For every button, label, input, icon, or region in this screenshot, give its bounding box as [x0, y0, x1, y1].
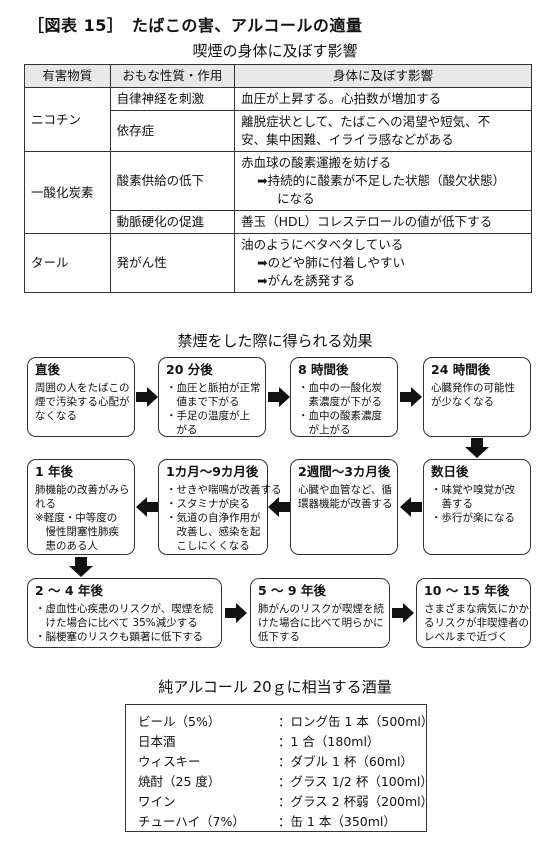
- property-cell: 酸素供給の低下: [109, 151, 236, 211]
- header-effect: 身体に及ぼす影響: [234, 64, 532, 88]
- flow-box-10-15y: 10 〜 15 年後 さまざまな病気にかかるリスクが非喫煙者のレベルまで近づく: [416, 578, 531, 648]
- flow-box-20min: 20 分後 ・血圧と脈拍が正常 値まで下がる・手足の温度が上 がる: [158, 357, 266, 437]
- effect-cell: 油のようにベタベタしている➡のどや肺に付着しやすい➡がんを誘発する: [234, 233, 532, 293]
- arrow-right-icon: [400, 387, 422, 407]
- table-row: 一酸化炭素 酸素供給の低下 赤血球の酸素運搬を妨げる➡持続的に酸素が不足した状態…: [24, 151, 532, 234]
- arrow-right-icon: [136, 387, 158, 407]
- property-cell: 依存症: [109, 110, 236, 152]
- alcohol-table: ビール（5%）：ロング缶 1 本（500ml） 日本酒：1 合（180ml） ウ…: [125, 704, 434, 832]
- substance-nicotine: ニコチン: [24, 87, 111, 152]
- list-item: ワイン：グラス 2 杯弱（200ml）: [138, 794, 434, 809]
- flow-box-1y: 1 年後 肺機能の改善がみられる※軽度・中等度の 慢性閉塞性肺疾 患のある人: [27, 459, 135, 555]
- list-item: 日本酒：1 合（180ml）: [138, 734, 380, 749]
- quit-effects-heading: 禁煙をした際に得られる効果: [177, 332, 373, 350]
- flow-box-24h: 24 時間後 心臓発作の可能性が少なくなる: [423, 357, 531, 437]
- arrow-right-icon: [225, 603, 247, 623]
- effect-cell: 赤血球の酸素運搬を妨げる➡持続的に酸素が不足した状態（酸欠状態）になる: [234, 151, 532, 211]
- property-cell: 動脈硬化の促進: [109, 210, 236, 234]
- arrow-right-icon: [392, 603, 414, 623]
- flow-box-8h: 8 時間後 ・血中の一酸化炭 素濃度が下がる・血中の酸素濃度 が上がる: [290, 357, 398, 437]
- arrow-left-icon: [400, 497, 422, 517]
- flow-box-2w-3m: 2週間〜3カ月後 心臓や血管など、循環器機能が改善する: [290, 459, 398, 555]
- arrow-down-icon: [465, 438, 489, 458]
- page-title: ［図表 15］ たばこの害、アルコールの適量: [28, 16, 363, 35]
- flow-box-immediately: 直後 周囲の人をたばこの煙で汚染する心配がなくなる: [27, 357, 135, 437]
- flow-box-2-4y: 2 〜 4 年後 ・虚血性心疾患のリスクが、喫煙を続 けた場合に比べて 35%減…: [27, 578, 222, 648]
- alcohol-heading: 純アルコール 20ｇに相当する酒量: [158, 678, 392, 696]
- table-row: 依存症 離脱症状として、たばこへの渇望や短気、不安、集中困難、イライラ感などがあ…: [25, 110, 532, 152]
- list-item: ウィスキー：ダブル 1 杯（60ml）: [138, 754, 413, 769]
- effect-cell: 善玉（HDL）コレステロールの値が低下する: [234, 210, 532, 234]
- list-item: ビール（5%）：ロング缶 1 本（500ml）: [138, 714, 434, 729]
- table-row: ニコチン 自律神経を刺激 血圧が上昇する。心拍数が増加する: [24, 87, 532, 152]
- flow-box-days: 数日後 ・味覚や嗅覚が改 善する・歩行が楽になる: [423, 459, 531, 555]
- effect-cell: 血圧が上昇する。心拍数が増加する: [234, 87, 532, 111]
- arrow-down-icon: [69, 557, 93, 577]
- header-substance: 有害物質: [24, 64, 111, 88]
- property-cell: 自律神経を刺激: [109, 87, 236, 111]
- property-cell: 発がん性: [109, 233, 236, 293]
- arrow-right-icon: [268, 387, 290, 407]
- flow-box-1m-9m: 1カ月〜9カ月後 ・せきや喘鳴が改善する・スタミナが戻る・気道の自浄作用が 改善…: [158, 459, 282, 555]
- arrow-left-icon: [268, 497, 290, 517]
- smoking-effects-table: 有害物質 おもな性質・作用 身体に及ぼす影響 ニコチン 自律神経を刺激 血圧が上…: [24, 64, 532, 293]
- header-property: おもな性質・作用: [109, 64, 236, 88]
- substance-carbon-monoxide: 一酸化炭素: [24, 151, 111, 234]
- substance-tar: タール: [24, 233, 111, 293]
- list-item: チューハイ（7%）：缶 1 本（350ml）: [138, 814, 396, 829]
- table-row: タール 発がん性 油のようにベタベタしている➡のどや肺に付着しやすい➡がんを誘発…: [24, 233, 532, 293]
- table-header-row: 有害物質 おもな性質・作用 身体に及ぼす影響: [24, 64, 532, 88]
- table-row: 動脈硬化の促進 善玉（HDL）コレステロールの値が低下する: [25, 210, 532, 234]
- smoking-effects-heading: 喫煙の身体に及ぼす影響: [192, 42, 358, 60]
- list-item: 焼酎（25 度）：グラス 1/2 杯（100ml）: [138, 774, 433, 789]
- flow-box-5-9y: 5 〜 9 年後 肺がんのリスクが喫煙を続けた場合に比べて明らかに低下する: [250, 578, 390, 648]
- arrow-left-icon: [136, 497, 158, 517]
- effect-cell: 離脱症状として、たばこへの渇望や短気、不安、集中困難、イライラ感などがある: [234, 110, 532, 152]
